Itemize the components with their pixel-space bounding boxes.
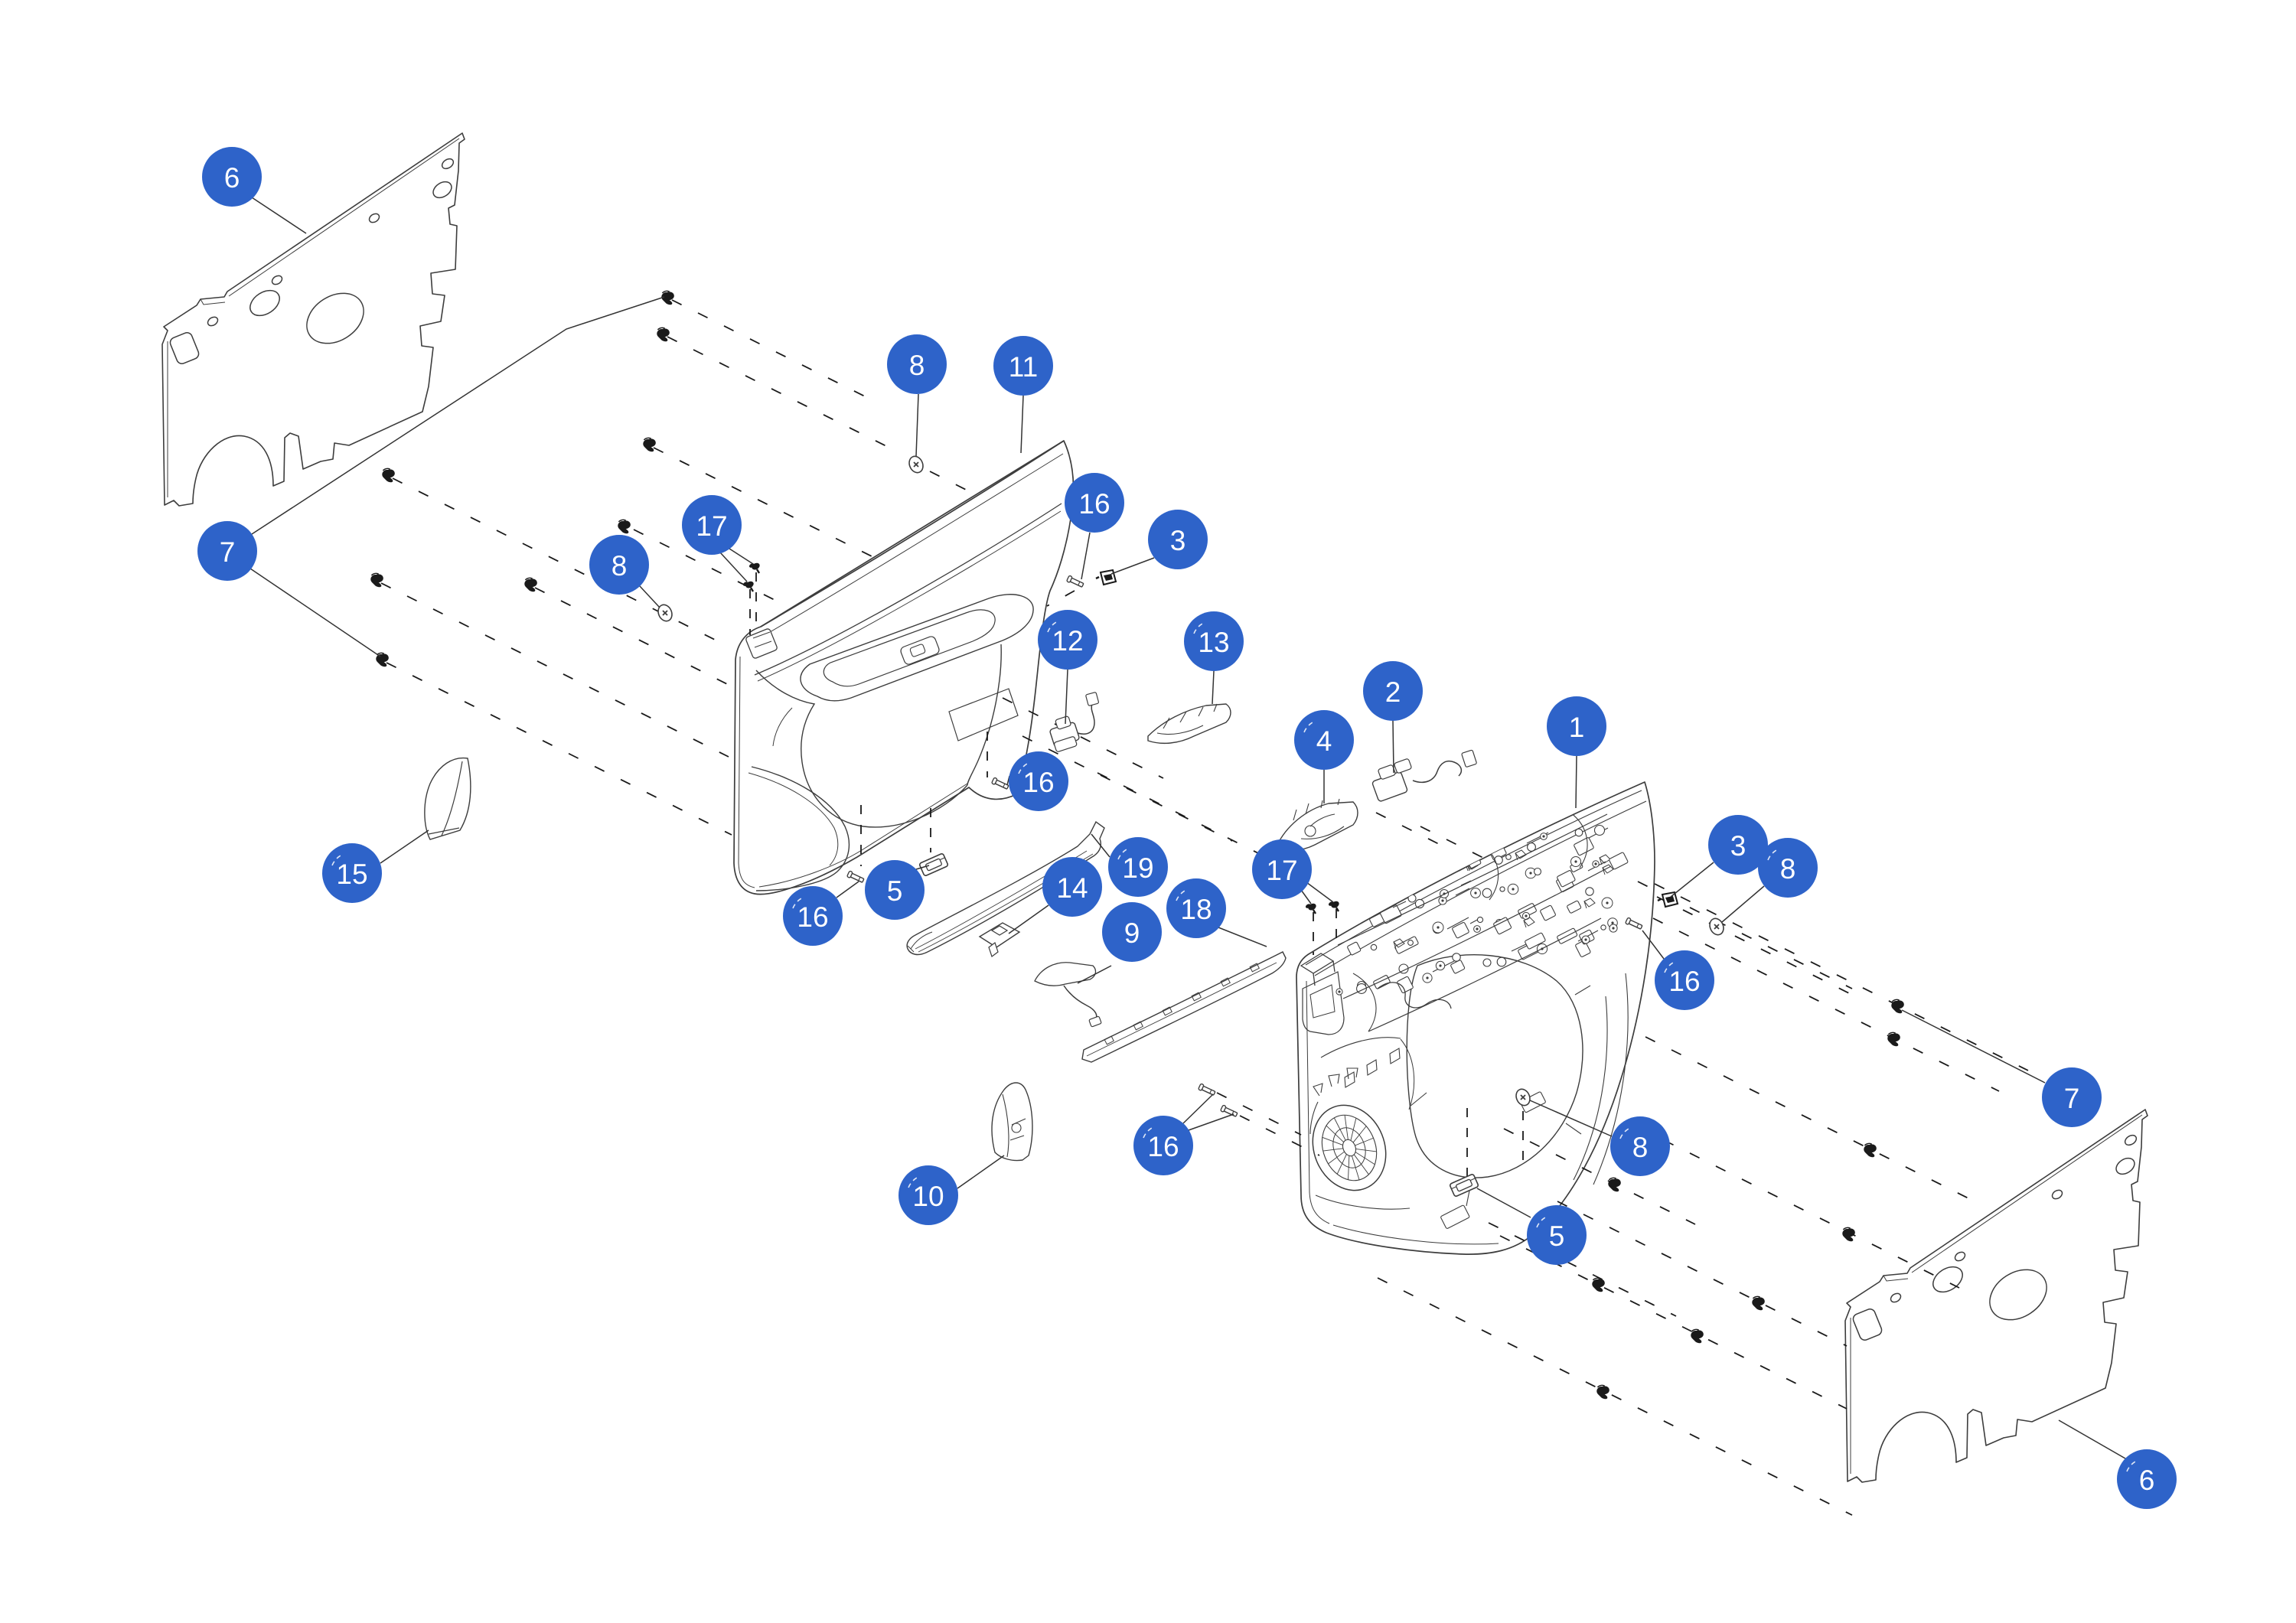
- svg-text:16: 16: [1022, 767, 1054, 798]
- svg-text:8: 8: [612, 550, 628, 582]
- svg-text:18: 18: [1180, 894, 1212, 925]
- svg-text:5: 5: [887, 875, 903, 907]
- svg-text:12: 12: [1052, 625, 1083, 657]
- svg-text:16: 16: [797, 901, 828, 933]
- svg-text:11: 11: [1009, 351, 1038, 383]
- svg-text:16: 16: [1668, 966, 1700, 997]
- svg-text:5: 5: [1549, 1221, 1565, 1252]
- svg-text:6: 6: [2139, 1465, 2155, 1496]
- svg-text:19: 19: [1122, 852, 1153, 884]
- svg-text:10: 10: [912, 1181, 944, 1212]
- svg-text:2: 2: [1385, 676, 1401, 708]
- svg-text:14: 14: [1056, 872, 1088, 904]
- svg-text:3: 3: [1730, 830, 1746, 862]
- svg-text:15: 15: [336, 859, 367, 890]
- svg-text:6: 6: [224, 162, 240, 194]
- svg-text:8: 8: [1632, 1132, 1649, 1163]
- svg-text:3: 3: [1170, 525, 1186, 556]
- svg-text:9: 9: [1124, 917, 1140, 949]
- svg-text:8: 8: [1780, 853, 1796, 885]
- svg-text:16: 16: [1078, 488, 1110, 520]
- svg-text:8: 8: [909, 350, 925, 381]
- svg-text:16: 16: [1147, 1131, 1179, 1162]
- svg-text:7: 7: [2064, 1083, 2080, 1114]
- svg-text:17: 17: [1266, 855, 1297, 886]
- svg-text:17: 17: [696, 510, 727, 542]
- svg-text:13: 13: [1198, 627, 1229, 658]
- svg-text:1: 1: [1569, 712, 1585, 743]
- svg-text:7: 7: [220, 536, 236, 568]
- svg-text:4: 4: [1316, 725, 1332, 757]
